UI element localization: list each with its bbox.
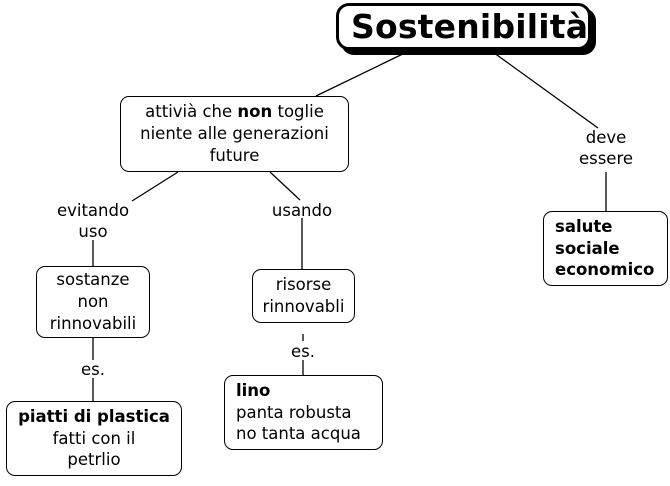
link-label-usando-line1: usando bbox=[271, 201, 333, 220]
node-lino-line1: lino bbox=[236, 380, 271, 400]
node-piatti-di-plastica[interactable]: piatti di plastica fatti con il petrlio bbox=[6, 401, 182, 476]
link-label-deve-essere: deve essere bbox=[546, 127, 666, 169]
node-sostenibilita-text: Sostenibilità bbox=[351, 6, 589, 46]
link-label-evitando-uso: evitando uso bbox=[33, 200, 153, 242]
node-risorse-line2: rinnovabli bbox=[262, 297, 345, 316]
node-piatti-line1: piatti di plastica bbox=[18, 406, 170, 426]
node-attivita-line1-part3: toglie bbox=[272, 102, 324, 122]
node-piatti-line2: fatti con il bbox=[52, 428, 136, 448]
link-label-evitando-line1: evitando bbox=[56, 201, 130, 220]
link-label-es-left: es. bbox=[33, 359, 153, 380]
edge-root-to-attivita bbox=[315, 49, 412, 97]
node-attivita-line3: future bbox=[209, 145, 260, 165]
node-lino-line3: no tanta acqua bbox=[236, 424, 361, 444]
node-attivita-line1: attivià che non toglie bbox=[121, 101, 348, 123]
link-label-deve-essere-line2: essere bbox=[578, 149, 634, 169]
link-label-usando: usando bbox=[242, 200, 362, 221]
node-attivita[interactable]: attivià che non toglie niente alle gener… bbox=[120, 96, 349, 172]
node-attivita-line1-part1: attivià che bbox=[145, 102, 238, 122]
node-sostanze-line3: rinnovabili bbox=[49, 313, 137, 333]
link-label-es-middle-text: es. bbox=[291, 342, 315, 361]
node-salute-line3: economico bbox=[555, 260, 655, 280]
link-label-deve-essere-line1: deve bbox=[585, 128, 627, 147]
node-attivita-line1-emphasis: non bbox=[237, 102, 273, 122]
node-risorse-rinnovabili[interactable]: risorse rinnovabli bbox=[252, 269, 355, 323]
node-salute-line1: salute bbox=[555, 216, 613, 236]
node-sostanze-line2: non bbox=[77, 292, 109, 312]
link-label-es-middle: es. bbox=[243, 341, 363, 362]
node-lino[interactable]: lino panta robusta no tanta acqua bbox=[224, 375, 383, 450]
edge-attivita-to-evitando bbox=[131, 171, 179, 202]
node-sostanze-non-rinnovabili[interactable]: sostanze non rinnovabili bbox=[36, 266, 150, 338]
node-piatti-line3: petrlio bbox=[67, 450, 121, 470]
node-sostanze-line1: sostanze bbox=[56, 270, 130, 290]
edge-root-to-deve-essere bbox=[489, 49, 599, 129]
node-salute-sociale-economico[interactable]: salute sociale economico bbox=[543, 211, 668, 286]
node-salute-line2: sociale bbox=[555, 238, 620, 258]
node-attivita-line2: niente alle generazioni bbox=[140, 124, 329, 144]
node-risorse-line1: risorse bbox=[275, 275, 332, 295]
node-sostenibilita[interactable]: Sostenibilità bbox=[336, 3, 591, 50]
link-label-es-left-text: es. bbox=[81, 360, 105, 379]
node-lino-line2: panta robusta bbox=[236, 402, 352, 422]
edge-attivita-to-usando bbox=[269, 171, 301, 201]
link-label-evitando-line2: uso bbox=[78, 222, 108, 242]
